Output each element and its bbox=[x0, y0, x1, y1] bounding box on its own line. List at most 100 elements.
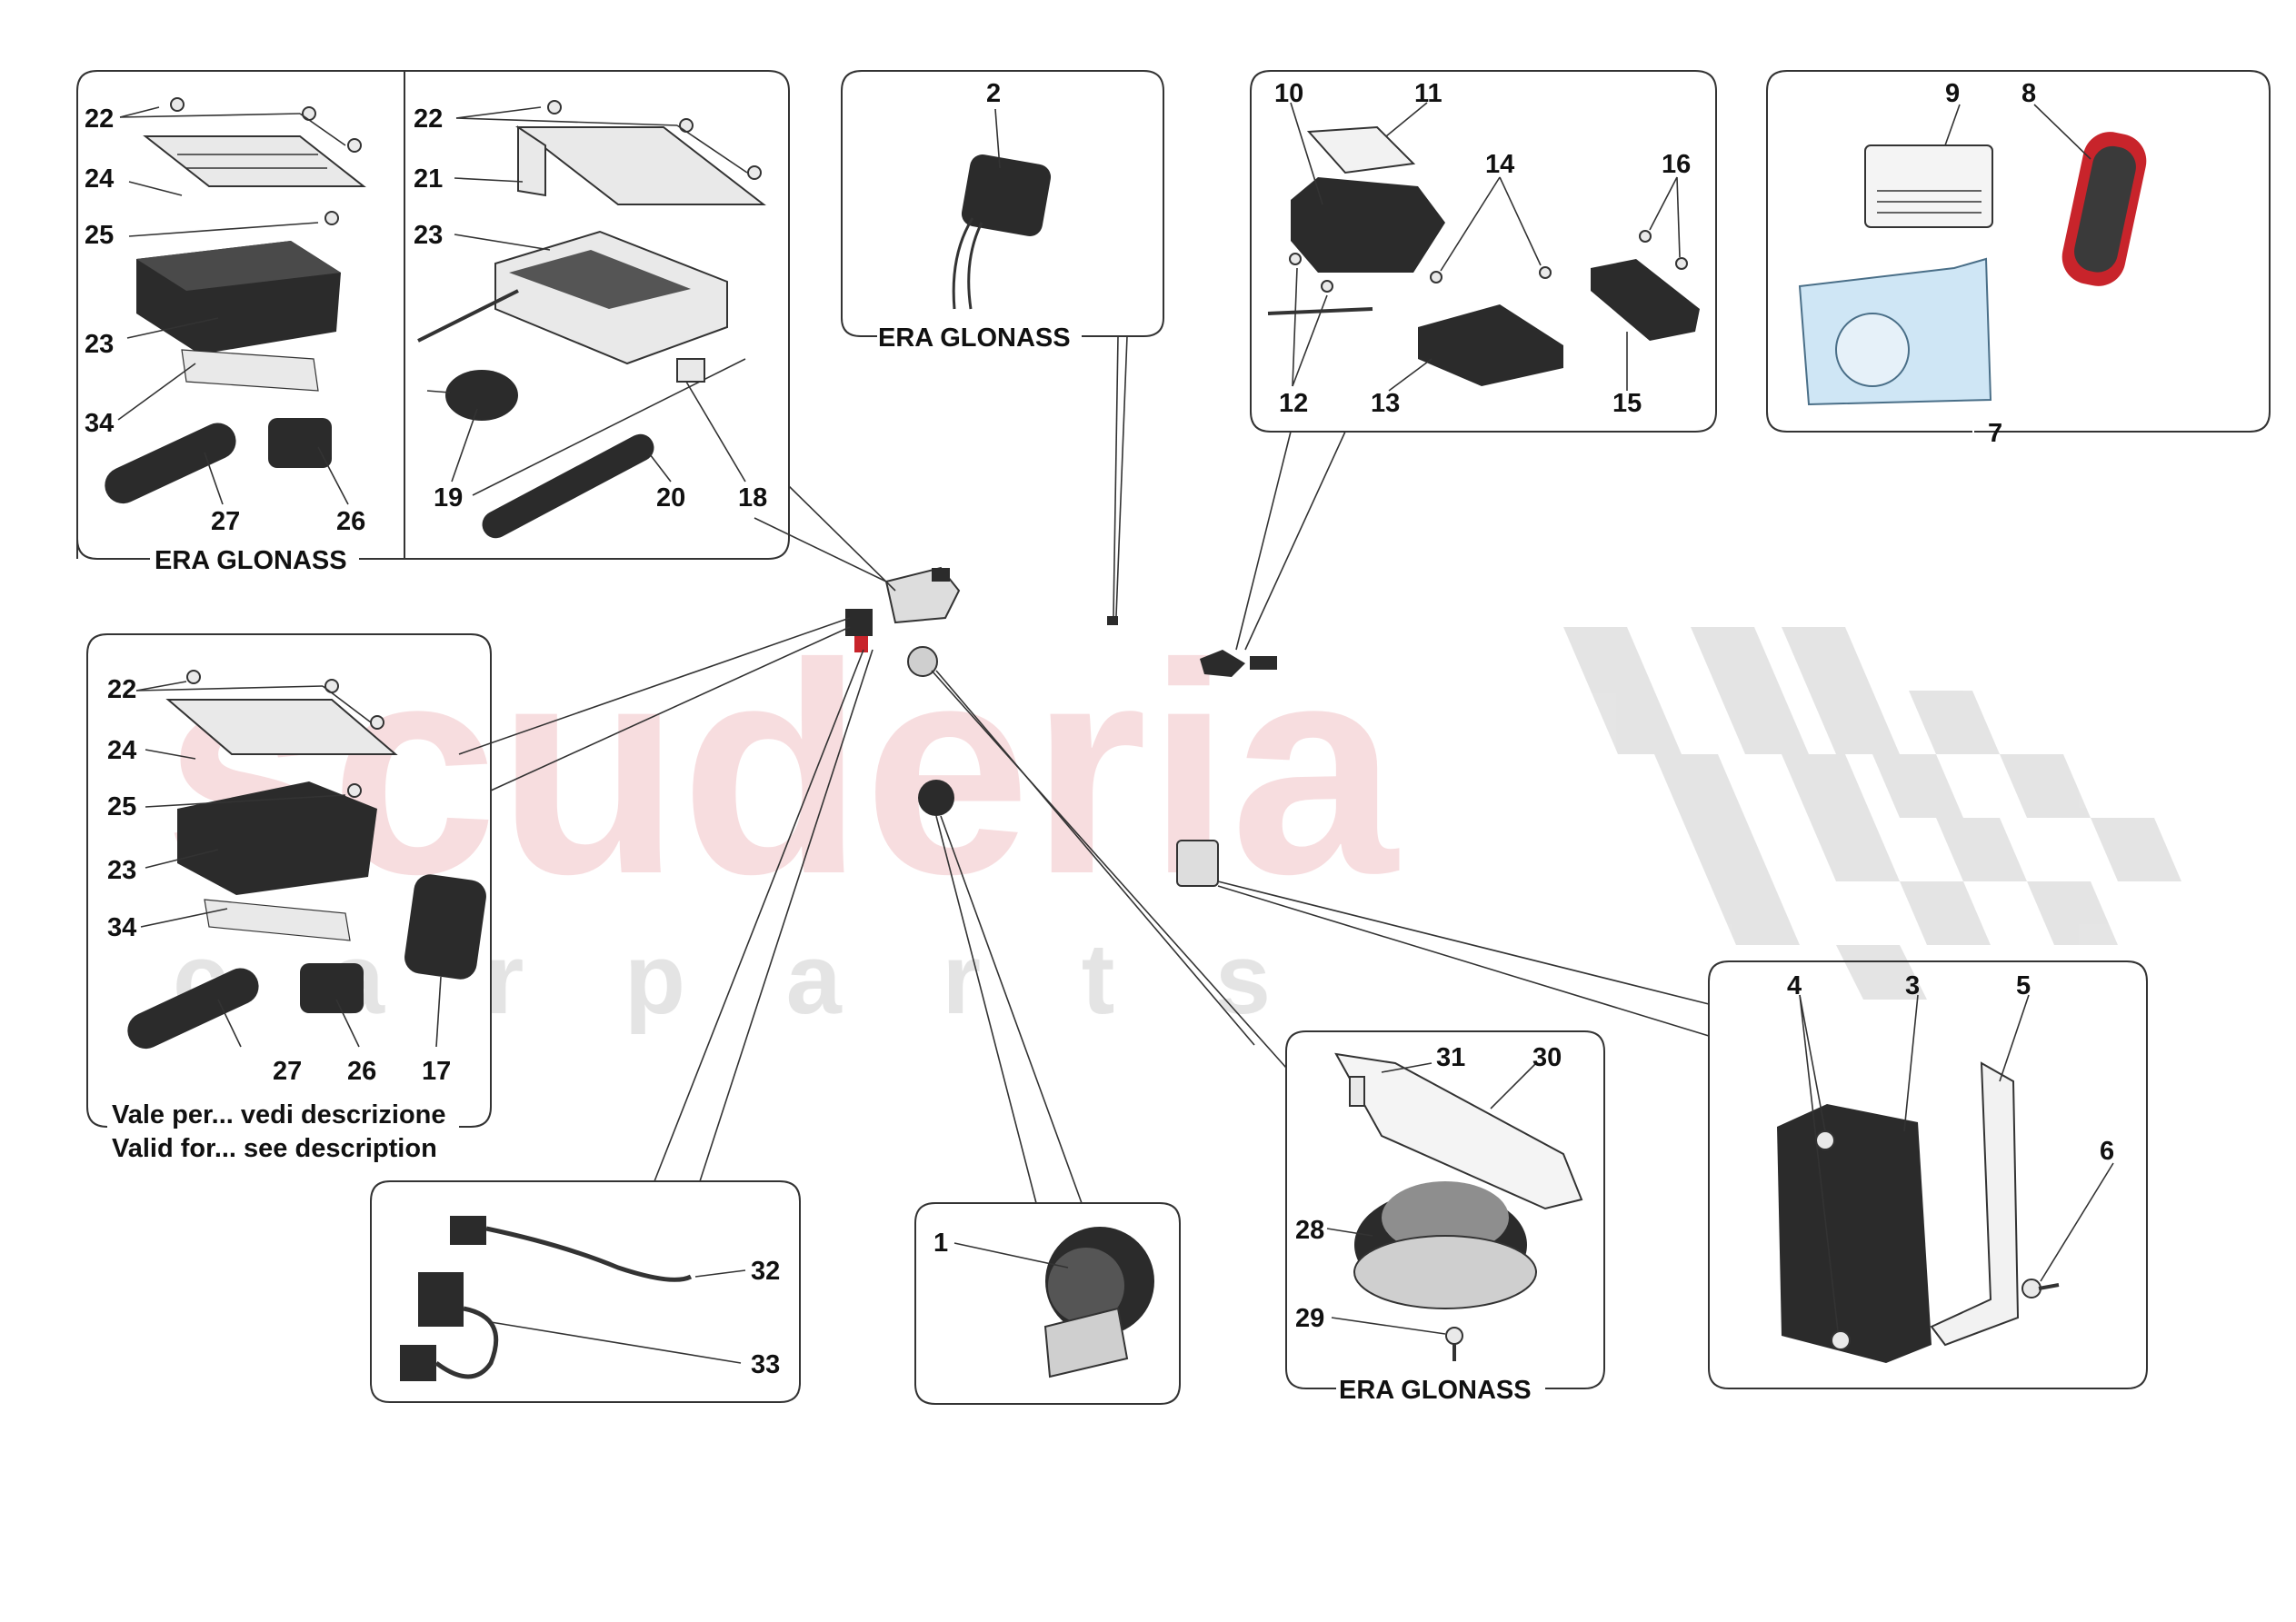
key-17 bbox=[404, 874, 486, 980]
callout-21: 21 bbox=[414, 164, 443, 194]
callout-4: 4 bbox=[1787, 971, 1802, 1000]
callout-26-a: 26 bbox=[336, 507, 365, 536]
callout-25-a: 25 bbox=[85, 221, 114, 250]
callout-23-c: 23 bbox=[107, 856, 136, 885]
panel-era-glonass-kit: ERA GLONASS 22 24 25 23 34 27 26 bbox=[76, 70, 790, 575]
caption-valid-it: Vale per... vedi descrizione bbox=[112, 1100, 446, 1129]
gps-antenna-26 bbox=[268, 418, 332, 468]
caption-valid-en: Valid for... see description bbox=[112, 1134, 437, 1163]
central-connector bbox=[845, 609, 873, 652]
gps-antenna-26-c bbox=[300, 963, 364, 1013]
callout-33: 33 bbox=[751, 1350, 780, 1379]
panel-parts-10-16: 10 11 14 16 12 13 15 bbox=[1250, 70, 1717, 433]
bezel-11 bbox=[1306, 125, 1416, 174]
callout-18: 18 bbox=[738, 483, 767, 512]
screw-29 bbox=[1445, 1327, 1463, 1361]
siren-1 bbox=[1043, 1227, 1154, 1378]
bracket-24-c bbox=[165, 699, 398, 755]
bracket-24 bbox=[143, 135, 366, 187]
callout-15: 15 bbox=[1612, 389, 1642, 418]
callout-34-b: 34 bbox=[107, 913, 136, 942]
label-34 bbox=[181, 349, 319, 392]
central-module bbox=[884, 566, 961, 624]
panel-era-glonass-variant: 22 24 25 23 34 27 26 17 Vale per... vedi… bbox=[86, 633, 492, 1163]
watermark: scuderia c a r p a r t s bbox=[164, 601, 2181, 1035]
module-23-c bbox=[177, 781, 377, 895]
callout-29: 29 bbox=[1295, 1304, 1324, 1333]
caption-era-glonass-3: ERA GLONASS bbox=[1339, 1376, 1532, 1405]
sensor-2 bbox=[952, 154, 1052, 310]
panel-key-7-9: 9 8 7 bbox=[1766, 70, 2271, 448]
leader-lines bbox=[458, 335, 1710, 1204]
panel-speaker-28-31: ERA GLONASS 31 30 28 29 bbox=[1285, 1030, 1605, 1405]
module-23 bbox=[136, 241, 341, 354]
label-34-c bbox=[204, 899, 351, 941]
stud-31 bbox=[1349, 1076, 1365, 1107]
screws-22 bbox=[170, 97, 362, 225]
checker-flag-watermark bbox=[1563, 627, 2181, 1000]
callout-28: 28 bbox=[1295, 1216, 1324, 1245]
bracket-21 bbox=[515, 125, 766, 205]
callout-19: 19 bbox=[434, 483, 463, 512]
bracket-30 bbox=[1334, 1052, 1583, 1210]
callout-31: 31 bbox=[1436, 1043, 1465, 1072]
bag-7 bbox=[1798, 257, 1992, 406]
callout-22-b: 22 bbox=[414, 104, 443, 134]
callout-27-b: 27 bbox=[273, 1057, 302, 1086]
screws-22-c bbox=[186, 670, 384, 798]
callout-24-b: 24 bbox=[107, 736, 136, 765]
panel-cables-32-33: 32 33 bbox=[370, 1180, 801, 1403]
module-15 bbox=[1591, 259, 1700, 341]
screw-6 bbox=[2021, 1279, 2060, 1299]
cable-33 bbox=[400, 1272, 499, 1381]
central-shifter bbox=[1200, 650, 1277, 677]
connector-18 bbox=[676, 358, 705, 383]
callout-30: 30 bbox=[1532, 1043, 1562, 1072]
central-sensor bbox=[1107, 616, 1118, 625]
central-siren bbox=[918, 780, 954, 816]
callout-27-a: 27 bbox=[211, 507, 240, 536]
control-unit-3 bbox=[1777, 1104, 1932, 1363]
callout-7: 7 bbox=[1988, 419, 2002, 448]
speaker-28 bbox=[1353, 1181, 1537, 1309]
callout-20: 20 bbox=[656, 483, 685, 512]
callout-23-a: 23 bbox=[85, 330, 114, 359]
callout-3: 3 bbox=[1905, 971, 1920, 1000]
callout-2: 2 bbox=[986, 79, 1001, 108]
callout-9: 9 bbox=[1945, 79, 1960, 108]
callout-8: 8 bbox=[2021, 79, 2036, 108]
callout-25-b: 25 bbox=[107, 792, 136, 821]
caption-era-glonass-1: ERA GLONASS bbox=[155, 546, 347, 575]
cable-23b bbox=[417, 289, 519, 343]
antenna-27 bbox=[105, 423, 236, 504]
module-13 bbox=[1418, 304, 1563, 386]
cable-19 bbox=[426, 370, 518, 421]
callout-34-a: 34 bbox=[85, 409, 114, 438]
callout-14: 14 bbox=[1485, 150, 1514, 179]
central-parts-cluster bbox=[845, 566, 1277, 887]
callout-12: 12 bbox=[1279, 389, 1308, 418]
callout-16: 16 bbox=[1662, 150, 1691, 179]
module-23-b bbox=[494, 230, 728, 365]
callout-1: 1 bbox=[933, 1229, 948, 1258]
callout-6: 6 bbox=[2100, 1137, 2114, 1166]
screws-16 bbox=[1639, 230, 1688, 270]
caption-era-glonass-2: ERA GLONASS bbox=[878, 323, 1071, 353]
panel-part-2: ERA GLONASS 2 bbox=[841, 70, 1164, 353]
antenna-27-c bbox=[127, 968, 259, 1050]
screws-12 bbox=[1289, 253, 1333, 293]
card-9 bbox=[1864, 144, 1993, 228]
callout-17: 17 bbox=[422, 1057, 451, 1086]
key-fob-8 bbox=[2061, 132, 2147, 286]
callout-11: 11 bbox=[1414, 79, 1442, 108]
callout-10: 10 bbox=[1274, 79, 1303, 108]
callout-13: 13 bbox=[1371, 389, 1400, 418]
cable-32 bbox=[450, 1216, 693, 1282]
shifter-10 bbox=[1267, 177, 1445, 315]
bracket-5 bbox=[1930, 1061, 2020, 1347]
callout-5: 5 bbox=[2016, 971, 2031, 1000]
central-control-unit bbox=[1176, 840, 1219, 887]
callout-23-b: 23 bbox=[414, 221, 443, 250]
callout-26-b: 26 bbox=[347, 1057, 376, 1086]
